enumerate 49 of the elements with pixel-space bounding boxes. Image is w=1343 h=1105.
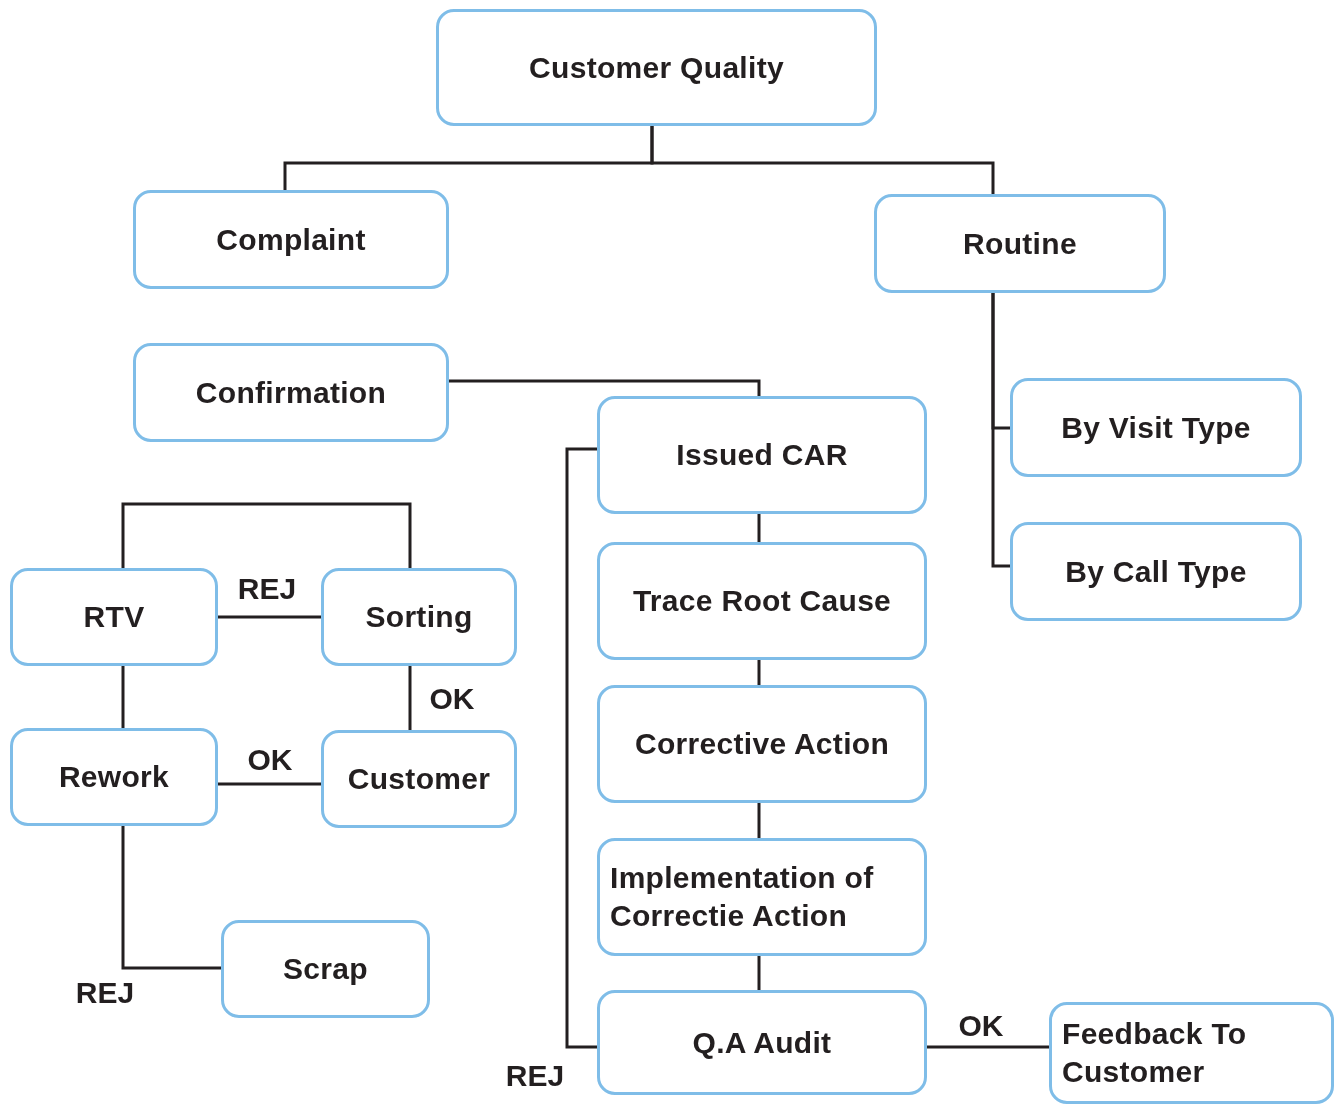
connector-line: [757, 803, 761, 838]
box-label: Corrective Action: [634, 726, 890, 762]
connector-line: [449, 379, 761, 396]
box-label: Rework: [58, 759, 170, 795]
process-box: [436, 9, 877, 126]
connector-line: [757, 956, 761, 990]
process-box: [133, 343, 449, 442]
connector-line: [650, 126, 995, 194]
process-box: [221, 920, 430, 1018]
connector-line: [991, 293, 1010, 568]
box-label: RTV: [83, 599, 145, 635]
connector-line: [121, 826, 221, 970]
connector-line: [565, 447, 597, 1049]
box-label: Customer Quality: [529, 49, 784, 86]
box-label: Trace Root Cause: [632, 583, 892, 619]
connector-line: [757, 660, 761, 685]
box-label: Sorting: [365, 599, 473, 635]
connector-line: [121, 666, 125, 728]
box-label: By Visit Type: [1061, 409, 1251, 446]
process-box: [1010, 522, 1302, 621]
process-box: [321, 568, 517, 666]
connector-line: [218, 782, 321, 786]
box-label: Confirmation: [195, 374, 387, 411]
connector-line: [121, 502, 412, 568]
process-box: [10, 568, 218, 666]
process-box: [597, 685, 927, 803]
box-label: Routine: [963, 225, 1077, 262]
box-label: Customer: [347, 761, 491, 797]
process-box: [597, 990, 927, 1095]
process-box: [1049, 1002, 1334, 1104]
connector-line: [218, 615, 321, 619]
connector-line: [927, 1045, 1049, 1049]
box-label: Issued CAR: [676, 437, 848, 473]
process-box: [597, 838, 927, 956]
process-box: [10, 728, 218, 826]
box-label: By Call Type: [1065, 553, 1247, 590]
connector-line: [757, 514, 761, 542]
process-box: [597, 396, 927, 514]
connector-line: [408, 666, 412, 730]
process-box: [597, 542, 927, 660]
process-box: [1010, 378, 1302, 477]
box-label: Complaint: [216, 221, 366, 258]
process-box: [133, 190, 449, 289]
process-box: [321, 730, 517, 828]
box-label: Feedback To Customer: [1062, 1016, 1248, 1090]
box-label: Q.A Audit: [692, 1024, 832, 1061]
process-box: [874, 194, 1166, 293]
box-label: Implementation of Correctie Action: [610, 860, 875, 934]
box-label: Scrap: [283, 951, 368, 987]
